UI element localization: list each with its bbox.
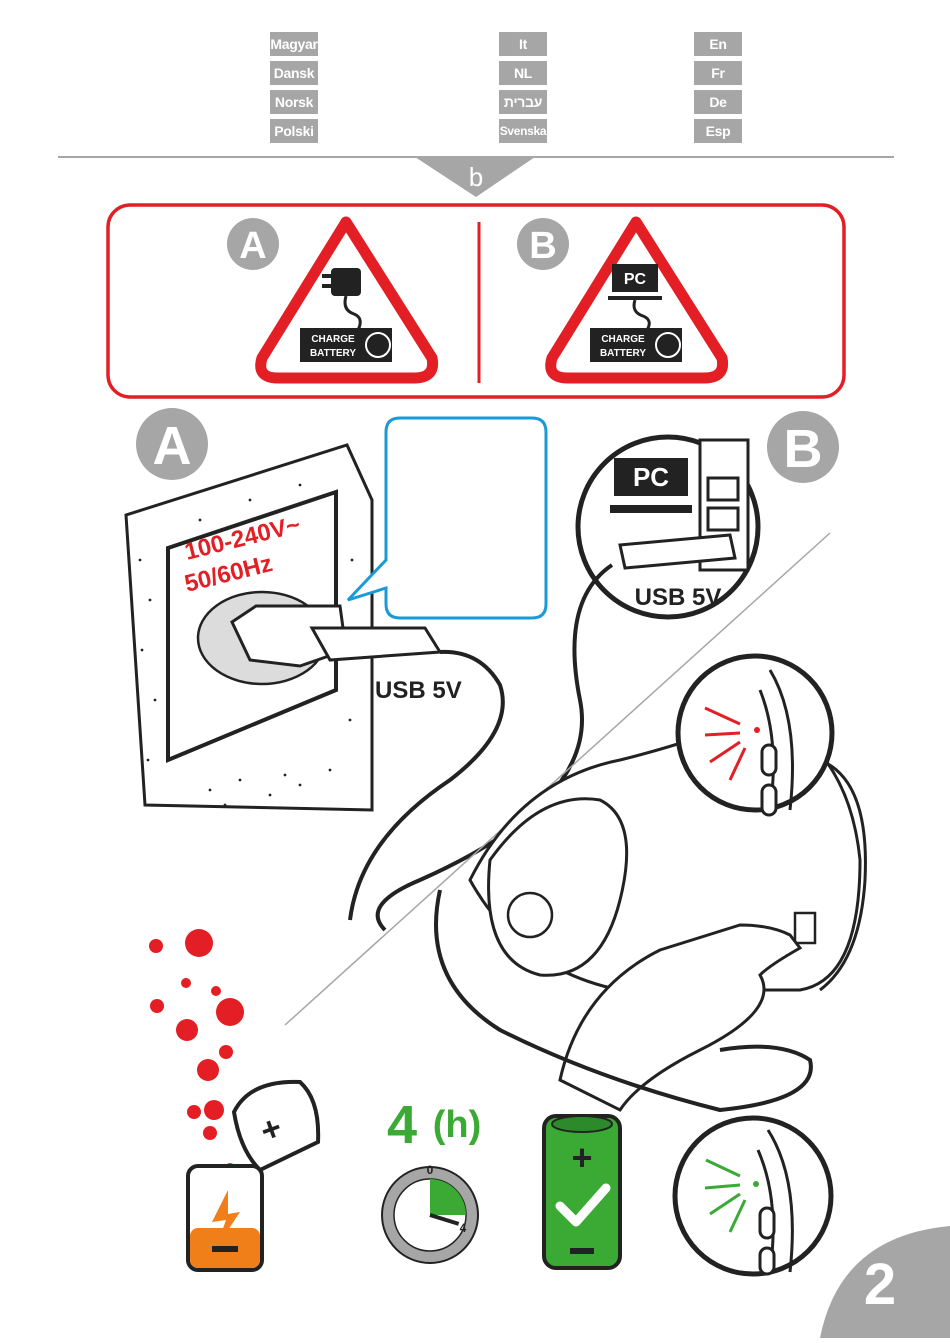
usb-label-wall: USB 5V — [375, 677, 462, 704]
svg-text:A: A — [153, 416, 192, 476]
speech-bubble — [348, 418, 546, 618]
page-number-corner: 2 — [820, 1226, 950, 1338]
usb-label-pc: USB 5V — [635, 584, 722, 611]
svg-text:BATTERY: BATTERY — [310, 348, 356, 359]
dial-end-label: 4 — [460, 1221, 467, 1235]
svg-text:CHARGE: CHARGE — [601, 334, 645, 345]
svg-text:+: + — [571, 1137, 592, 1178]
svg-text:B: B — [529, 225, 556, 267]
option-b-badge: B — [517, 218, 569, 270]
section-letter: b — [469, 162, 483, 192]
led-red-closeup — [678, 656, 832, 815]
option-a-badge: A — [227, 218, 279, 270]
svg-text:BATTERY: BATTERY — [600, 348, 646, 359]
discharge-bubbles — [149, 929, 244, 1173]
section-divider: b — [58, 157, 894, 197]
svg-text:PC: PC — [624, 271, 647, 288]
illustration-label-b: B — [767, 411, 839, 483]
led-green-closeup — [675, 1118, 831, 1274]
svg-text:B: B — [784, 419, 823, 479]
page-number: 2 — [864, 1252, 896, 1317]
charge-hours-unit: (h) — [433, 1104, 482, 1146]
dial-start-label: 0 — [427, 1163, 434, 1177]
full-battery-icon: + — [544, 1116, 620, 1268]
charge-hours-number: 4 — [387, 1095, 417, 1155]
svg-text:A: A — [239, 225, 266, 267]
svg-text:CHARGE: CHARGE — [311, 334, 355, 345]
charge-timer-dial: 0 4 — [382, 1163, 478, 1263]
charging-options-panel: A CHARGE BATTERY B PC CHARGE BATTERY — [108, 205, 844, 397]
illustration-label-a: A — [136, 408, 208, 480]
pc-label: PC — [633, 462, 669, 492]
